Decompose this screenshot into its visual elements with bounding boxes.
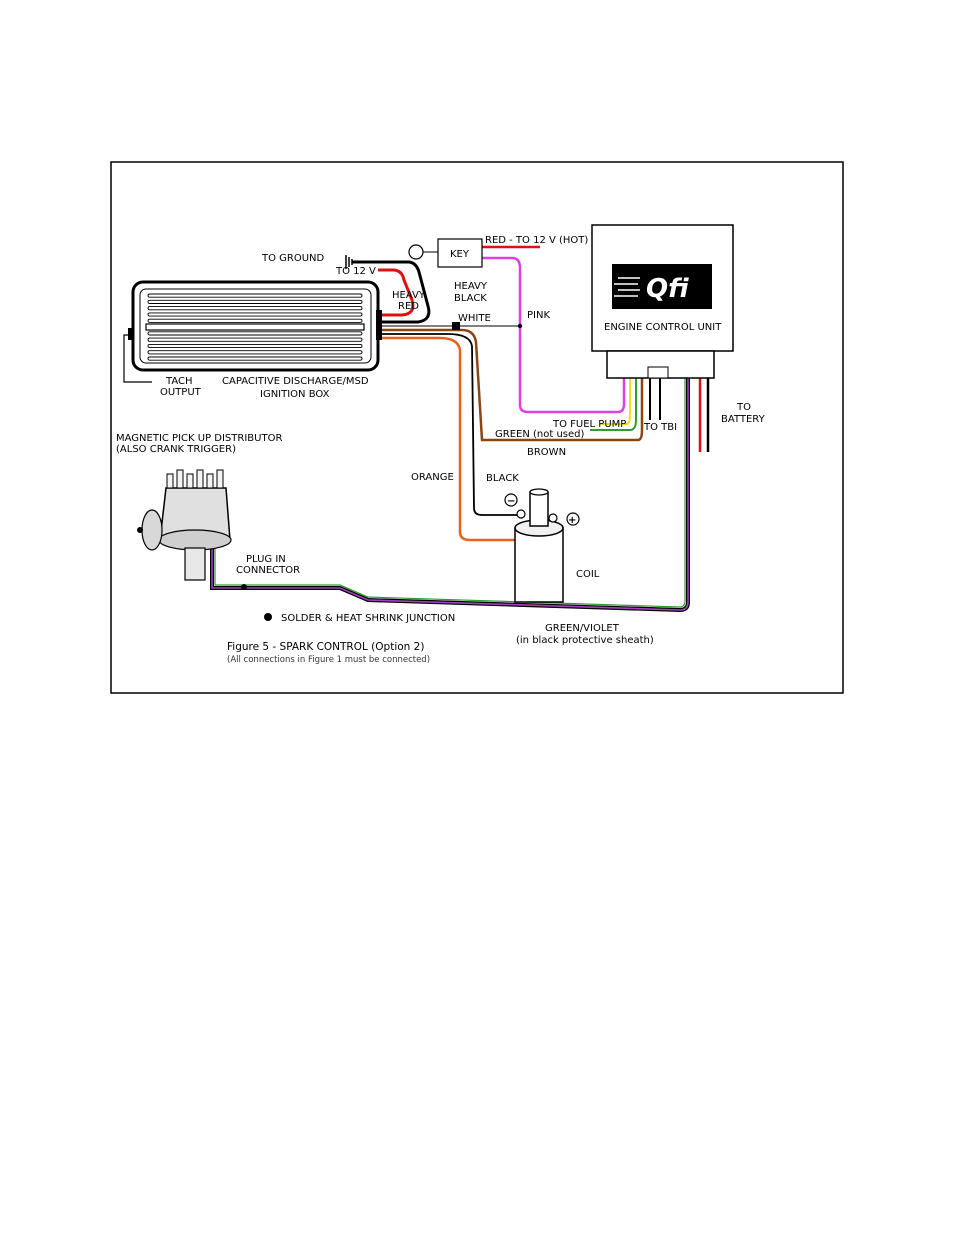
label-white: WHITE	[458, 313, 491, 324]
label-green-not-used: GREEN (not used)	[495, 429, 584, 440]
distributor-tower	[186, 473, 194, 489]
qfi-logo	[612, 264, 712, 309]
figure-caption-note: (All connections in Figure 1 must be con…	[227, 655, 430, 665]
label-heavy-black-line1: HEAVY	[454, 281, 488, 292]
ignition-box-center-bar	[145, 323, 365, 331]
label-plug-in-line1: PLUG IN	[246, 554, 286, 565]
label-ignition-box-line2: IGNITION BOX	[260, 389, 330, 400]
ecu-logo-text: Qfi	[646, 274, 689, 304]
green-violet-wire-inner-2	[214, 378, 686, 608]
label-plug-in-line2: CONNECTOR	[236, 565, 300, 576]
label-red-to-12v-hot: RED - TO 12 V (HOT)	[485, 235, 588, 246]
coil-plus-terminal-icon	[566, 512, 580, 526]
coil-minus-symbol: −	[507, 496, 515, 507]
label-black: BLACK	[486, 473, 519, 484]
label-heavy-black-line2: BLACK	[454, 293, 487, 304]
orange-wire	[378, 336, 550, 542]
distributor-tower	[166, 473, 174, 489]
label-green-violet-line2: (in black protective sheath)	[516, 635, 654, 646]
label-pink: PINK	[527, 310, 550, 321]
legend-solder-dot-icon	[264, 613, 272, 621]
distributor-towers	[166, 469, 224, 489]
ignition-box-fin	[147, 299, 363, 304]
label-to-ground: TO GROUND	[261, 253, 325, 264]
ignition-box-fins	[145, 293, 365, 361]
distributor-tower	[176, 469, 184, 489]
ignition-box-fin	[147, 293, 363, 298]
ignition-box-fin	[147, 356, 363, 361]
ignition-box-fin	[147, 350, 363, 355]
black-wire	[378, 333, 520, 516]
distributor-tower	[196, 469, 204, 489]
label-green-violet-line1: GREEN/VIOLET	[545, 623, 620, 634]
brown-wire	[378, 328, 644, 442]
engine-control-unit	[591, 224, 734, 379]
green-violet-wire-inner	[211, 378, 689, 611]
pink-wire	[482, 256, 626, 414]
ignition-box	[128, 280, 382, 372]
label-to-fuel-pump: TO FUEL PUMP	[552, 419, 626, 430]
label-tach-output-line1: TACH	[165, 376, 193, 387]
label-ecu: ENGINE CONTROL UNIT	[604, 322, 722, 333]
heavy-red-wire	[378, 268, 415, 317]
label-to-12v: TO 12 V	[335, 266, 376, 277]
solder-junction-dot	[241, 584, 247, 590]
label-to-battery-line1: TO	[736, 402, 751, 413]
label-brown: BROWN	[527, 447, 566, 458]
label-to-battery-line2: BATTERY	[721, 414, 766, 425]
coil-plus-symbol: +	[568, 515, 576, 526]
label-distributor-line1: MAGNETIC PICK UP DISTRIBUTOR	[116, 433, 282, 444]
label-ignition-box-line1: CAPACITIVE DISCHARGE/MSD	[222, 376, 369, 387]
label-to-tbi: TO TBI	[643, 422, 677, 433]
distributor-tower	[206, 473, 214, 489]
ignition-box-fin	[147, 343, 363, 349]
white-pink-junction-dot	[517, 323, 523, 329]
ignition-box-fin	[147, 312, 363, 317]
white-wire-connector	[452, 322, 460, 330]
yellow-wire	[600, 378, 631, 425]
tach-output-wire	[123, 334, 152, 383]
distributor-tower	[216, 469, 224, 489]
ignition-box-fin	[147, 337, 363, 342]
distributor	[137, 469, 232, 581]
coil-minus-terminal-icon	[504, 493, 518, 507]
ignition-box-fin	[147, 306, 363, 311]
label-heavy-red-line2: RED	[398, 301, 419, 312]
label-coil: COIL	[576, 569, 600, 580]
label-distributor-line2: (ALSO CRANK TRIGGER)	[116, 444, 236, 455]
ground-symbol	[345, 255, 353, 269]
ignition-coil	[504, 488, 580, 603]
label-orange: ORANGE	[411, 472, 454, 483]
heavy-black-wire	[352, 260, 431, 324]
key-switch	[408, 238, 483, 268]
ignition-box-fin	[147, 318, 363, 323]
label-solder-junction: SOLDER & HEAT SHRINK JUNCTION	[281, 613, 455, 624]
green-not-used-wire	[590, 378, 637, 431]
label-key: KEY	[450, 249, 470, 260]
ignition-box-fin	[147, 331, 363, 336]
label-tach-output-line2: OUTPUT	[160, 387, 202, 398]
figure-caption-title: Figure 5 - SPARK CONTROL (Option 2)	[227, 641, 424, 653]
label-heavy-red-line1: HEAVY	[392, 290, 426, 301]
